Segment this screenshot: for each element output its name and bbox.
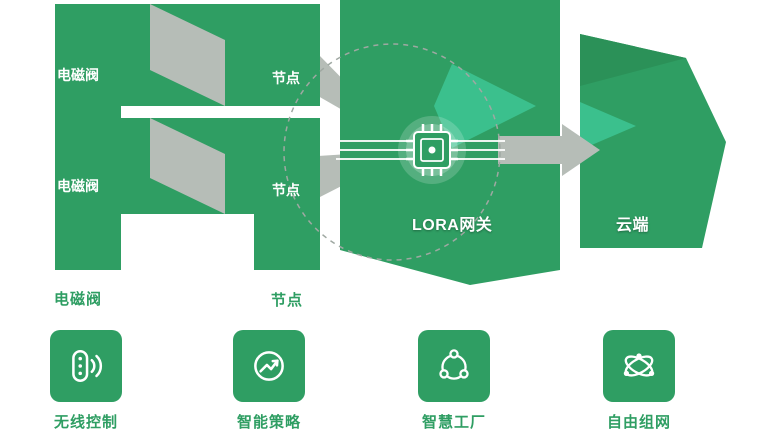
diagonal-stripe <box>150 118 225 214</box>
feature-wireless-control: 无线控制 <box>50 330 122 432</box>
network-nodes-icon <box>439 349 469 380</box>
node-column-shape <box>254 214 320 270</box>
coverage-arc <box>283 43 501 261</box>
feature-free-networking: 自由组网 <box>603 330 675 432</box>
mesh-network-icon <box>623 353 655 377</box>
gateway-label: LORA网关 <box>412 217 493 234</box>
feature-row: 无线控制 智能策略 智慧工厂 <box>0 330 772 432</box>
feature-tile <box>603 330 675 402</box>
cloud-accent-teal <box>580 102 636 150</box>
remote-control-icon <box>72 350 103 382</box>
node-label-row2: 节点 <box>272 182 300 198</box>
lora-chip-icon <box>406 124 458 176</box>
teal-accent-shape <box>434 64 536 148</box>
valve-label-row2: 电磁阀 <box>57 178 99 194</box>
smart-strategy-icon <box>254 351 284 381</box>
feature-label: 无线控制 <box>53 414 118 431</box>
lora-network-diagram: 电磁阀 节点 电磁阀 节点 LORA网关 云端 电磁阀 节点 <box>54 0 726 309</box>
feature-label: 智慧工厂 <box>421 414 486 431</box>
feature-tile <box>233 330 305 402</box>
cloud-label: 云端 <box>616 217 650 234</box>
arrow-to-cloud <box>498 124 600 176</box>
feature-tile <box>418 330 490 402</box>
bus-lines <box>336 140 505 160</box>
valve-column-shape <box>55 4 121 270</box>
feature-smart-strategy: 智能策略 <box>233 330 305 432</box>
feature-label: 自由组网 <box>606 414 671 431</box>
feature-label: 智能策略 <box>236 414 301 431</box>
diagram-illustration <box>55 0 726 285</box>
valve-label-row3: 电磁阀 <box>54 291 103 308</box>
node-label-row1: 节点 <box>272 70 300 86</box>
feature-smart-factory: 智慧工厂 <box>418 330 490 432</box>
cloud-mass-shape <box>580 34 726 248</box>
chip-pins <box>406 124 458 176</box>
valve-label-row1: 电磁阀 <box>57 67 99 83</box>
diagonal-stripe <box>150 4 225 106</box>
cloud-accent-dark <box>580 34 686 86</box>
node-label-row3: 节点 <box>271 292 304 309</box>
feature-tile <box>50 330 122 402</box>
